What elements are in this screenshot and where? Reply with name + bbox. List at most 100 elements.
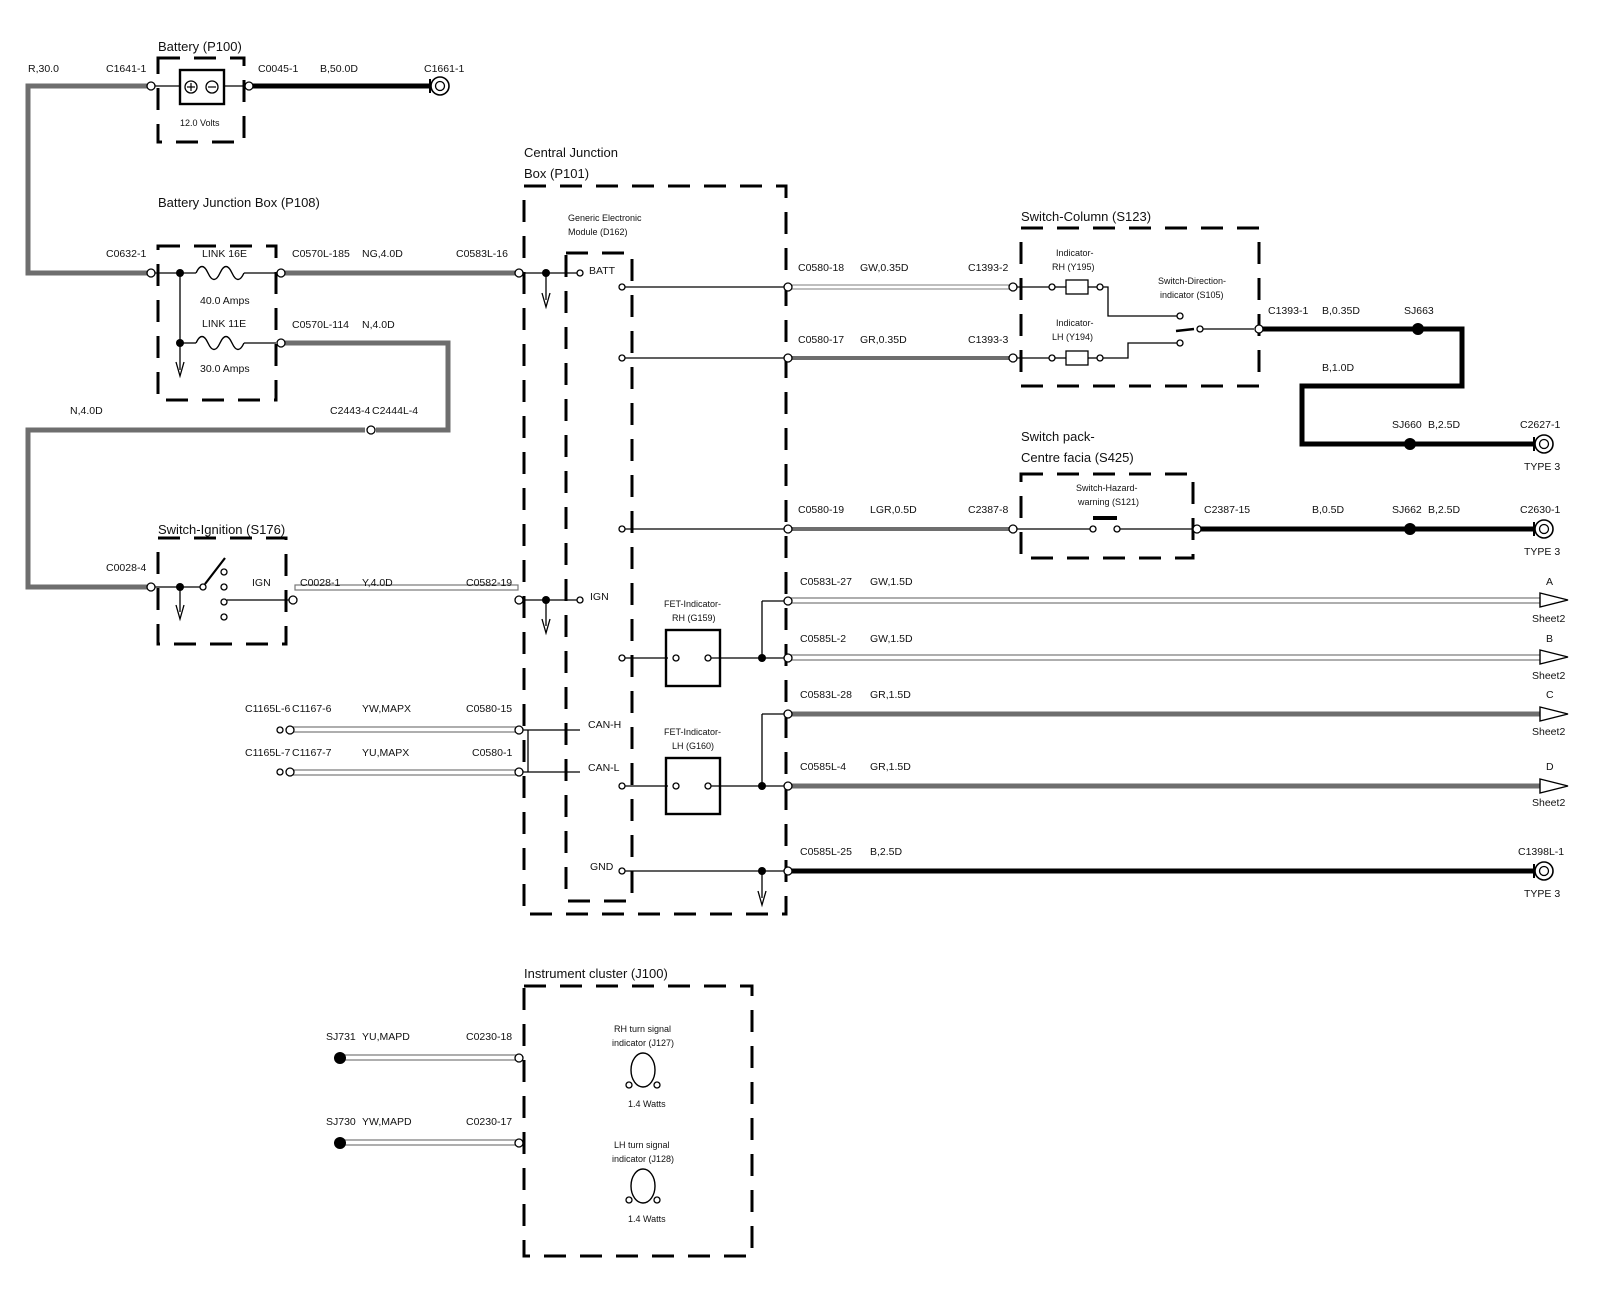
switch-column-box: [1019, 226, 1261, 388]
pin-c2443-4: [366, 425, 376, 435]
label-c1167-6: C1167-6: [292, 703, 332, 715]
label-c1165l-7: C1165L-7: [245, 747, 290, 759]
splice-sj730: [334, 1137, 346, 1149]
splice-sj660: [1404, 438, 1416, 450]
fet-lh-pin-out: [704, 782, 712, 790]
label-c0580-19: C0580-19: [798, 504, 844, 516]
sc-dir-blade: [1175, 327, 1195, 333]
wire-label-n-4-left: N,4.0D: [70, 405, 103, 417]
sc-lh-pin: [1048, 354, 1056, 362]
pin-c0580-18: [783, 282, 793, 292]
gnd-ground-arrow: [757, 890, 767, 908]
label-c0570l-114: C0570L-114: [292, 319, 349, 331]
wire-label-ng-4: NG,4.0D: [362, 248, 403, 260]
label-c0580-1: C0580-1: [472, 747, 512, 759]
pin-c1167-6: [285, 725, 295, 735]
arrow-c-icon: [1539, 706, 1569, 722]
pin-c0230-17: [514, 1138, 524, 1148]
wires: [25, 83, 1544, 1146]
label-c1393-3: C1393-3: [968, 334, 1008, 346]
lh-lamp-pin-r: [653, 1196, 661, 1204]
label-c1398l-1: C1398L-1: [1518, 846, 1564, 858]
wire-yw-mapd: [339, 1139, 519, 1146]
pin-c0580-17: [783, 353, 793, 363]
fet-rh-pin-in: [672, 654, 680, 662]
arrow-b-icon: [1539, 649, 1569, 665]
title-switch-column: Switch-Column (S123): [1021, 209, 1151, 224]
arrow-a-letter: A: [1546, 576, 1553, 588]
wire-label-n-4-top: N,4.0D: [362, 319, 395, 331]
switch-pack: Switch-Hazard- warning (S121): [1014, 483, 1194, 533]
sc-lh-pin2: [1096, 354, 1104, 362]
label-sj660: SJ660: [1392, 419, 1422, 431]
fet-rh-gem-pin: [618, 654, 626, 662]
arrow-b-sheet: Sheet2: [1532, 670, 1565, 682]
rh-turn-lamp-icon: [630, 1052, 656, 1088]
battery-body: [178, 68, 226, 106]
pin-c0583l-28: [783, 709, 793, 719]
label-c0580-15: C0580-15: [466, 703, 512, 715]
ind-rh-label-1: Indicator-: [1056, 248, 1094, 258]
label-c1641-1: C1641-1: [106, 63, 146, 75]
lh-lamp-watts: 1.4 Watts: [628, 1214, 666, 1224]
gem-pin-18: [618, 283, 626, 291]
wire-label-r-30: R,30.0: [28, 63, 59, 75]
rh-lamp-pin-l: [625, 1081, 633, 1089]
pin-c0580-15: [514, 725, 524, 735]
ground-eyelets: [429, 76, 1554, 881]
sc-rh-out: [1103, 286, 1178, 317]
batt-ground-arrow: [541, 292, 551, 310]
haz-contact-2: [1113, 525, 1121, 533]
switch-column: Indicator- RH (Y195) Indicator- LH (Y194…: [1014, 248, 1254, 366]
ign-blade: [204, 557, 226, 585]
wire-label-yw-mapx: YW,MAPX: [362, 703, 411, 715]
gem-title-1: Generic Electronic: [568, 213, 642, 223]
wire-label-b-10: B,1.0D: [1322, 362, 1355, 374]
title-switch-ignition: Switch-Ignition (S176): [158, 522, 285, 537]
lh-lamp-pin-l: [625, 1196, 633, 1204]
fet-lh-label-2: LH (G160): [672, 741, 714, 751]
label-sj731: SJ731: [326, 1031, 356, 1043]
sc-lh-out: [1103, 342, 1178, 359]
wire-gw-15-b: [789, 654, 1543, 661]
wire-label-yu-mapd: YU,MAPD: [362, 1031, 410, 1043]
wire-label-gr-15-b: GR,1.5D: [870, 761, 911, 773]
label-c2387-15: C2387-15: [1204, 504, 1250, 516]
title-switch-pack-1: Switch pack-: [1021, 429, 1095, 444]
wire-b-10: [1299, 326, 1465, 447]
fet-rh-label-1: FET-Indicator-: [664, 599, 721, 609]
pin-c0580-19: [783, 524, 793, 534]
fuse-link-16e-icon: [195, 265, 245, 281]
label-c2627-1: C2627-1: [1520, 419, 1560, 431]
gnd-pin-label: GND: [590, 861, 614, 873]
wire-label-gw-15-a: GW,1.5D: [870, 576, 913, 588]
battery-junction-box: LINK 16E 40.0 Amps LINK 11E 30.0 Amps: [154, 248, 276, 379]
wire-label-b-25-c: B,2.5D: [870, 846, 903, 858]
sw-haz-label-2: warning (S121): [1077, 497, 1139, 507]
ign-pivot: [199, 583, 207, 591]
arrow-d-icon: [1539, 778, 1569, 794]
sw-dir-label-1: Switch-Direction-: [1158, 276, 1226, 286]
pin-c0585l-25: [783, 866, 793, 876]
wire-gw-035: [789, 284, 1013, 290]
label-c2443-4: C2443-4: [330, 405, 370, 417]
wire-y-4: [294, 584, 519, 591]
gem-pin-19: [618, 525, 626, 533]
rh-lamp-watts: 1.4 Watts: [628, 1099, 666, 1109]
wire-n-4-left: [25, 427, 365, 590]
splice-joints: [334, 323, 1424, 1149]
fet-rh-pin-out: [704, 654, 712, 662]
link16-name: LINK 16E: [202, 248, 247, 260]
wire-label-b-25-a: B,2.5D: [1428, 419, 1461, 431]
label-c0585l-2: C0585L-2: [800, 633, 846, 645]
wire-label-gw-15-b: GW,1.5D: [870, 633, 913, 645]
label-c0632-1: C0632-1: [106, 248, 146, 260]
wire-label-b-035: B,0.35D: [1322, 305, 1360, 317]
arrow-d-letter: D: [1546, 761, 1554, 773]
pin-c0585l-2: [783, 653, 793, 663]
label-c0230-17: C0230-17: [466, 1116, 512, 1128]
fet-lh-pin-in: [672, 782, 680, 790]
label-c1661-1: C1661-1: [424, 63, 464, 75]
ign-switch-label: IGN: [252, 577, 271, 589]
cjb-box: [522, 184, 788, 916]
